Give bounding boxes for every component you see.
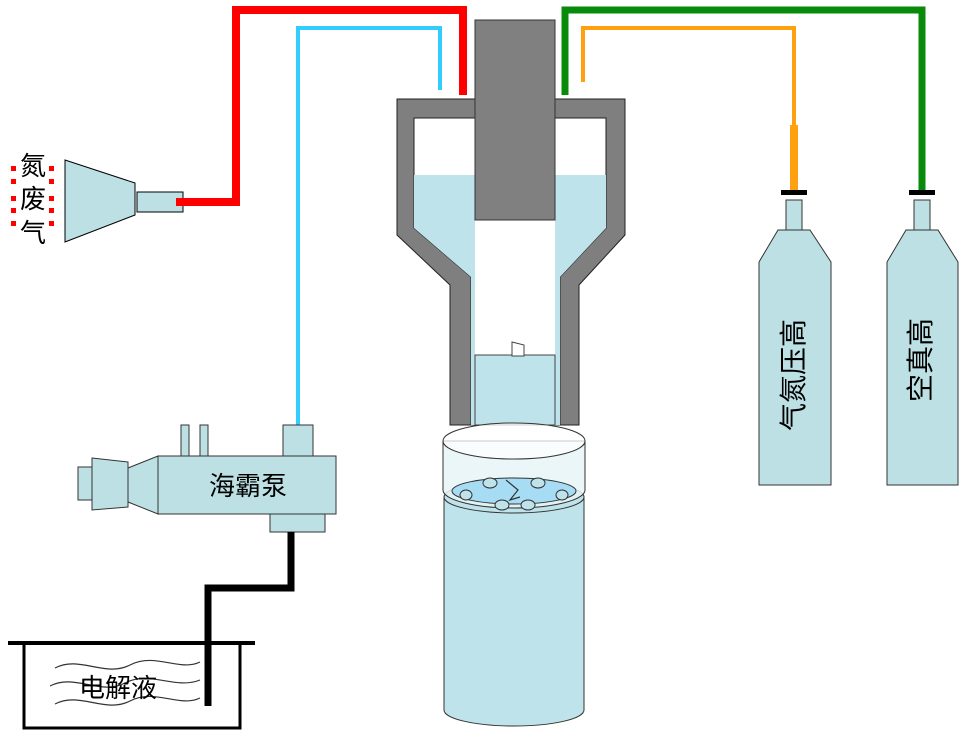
air-cylinder-label: 空真高 (904, 318, 937, 402)
black-electrolyte-line (204, 532, 295, 706)
blue-pump-line (296, 26, 442, 425)
green-air-line (561, 6, 926, 192)
orange-nitrogen-line (581, 26, 796, 192)
exhaust-horn (64, 159, 184, 243)
pump: 海霸泵 (77, 424, 337, 533)
electrolyte-label: 电解液 (79, 674, 157, 704)
petri-dish (442, 422, 586, 511)
exhaust-char-3: 气 (20, 219, 46, 249)
red-exhaust-line (176, 6, 467, 206)
beaker (443, 480, 585, 727)
nitrogen-cylinder: 气氮压高 (758, 190, 832, 486)
pump-label: 海霸泵 (209, 472, 287, 502)
electrolyte-tank: 电解液 (8, 641, 255, 730)
orange-line-thick-segment (790, 125, 798, 193)
dish-liquid (451, 477, 577, 505)
exhaust-char-1: 氮 (20, 152, 46, 182)
electrolyte-waves (49, 659, 201, 706)
exhaust-gas-label: 氮 废 气 (11, 152, 54, 249)
exhaust-red-dots (11, 166, 54, 226)
plunger (474, 19, 556, 221)
reaction-vessel (396, 98, 626, 426)
air-cylinder: 空真高 (886, 190, 959, 486)
nitrogen-cylinder-label: 气氮压高 (777, 319, 810, 431)
exhaust-char-2: 废 (20, 185, 46, 215)
lower-column (474, 354, 556, 426)
